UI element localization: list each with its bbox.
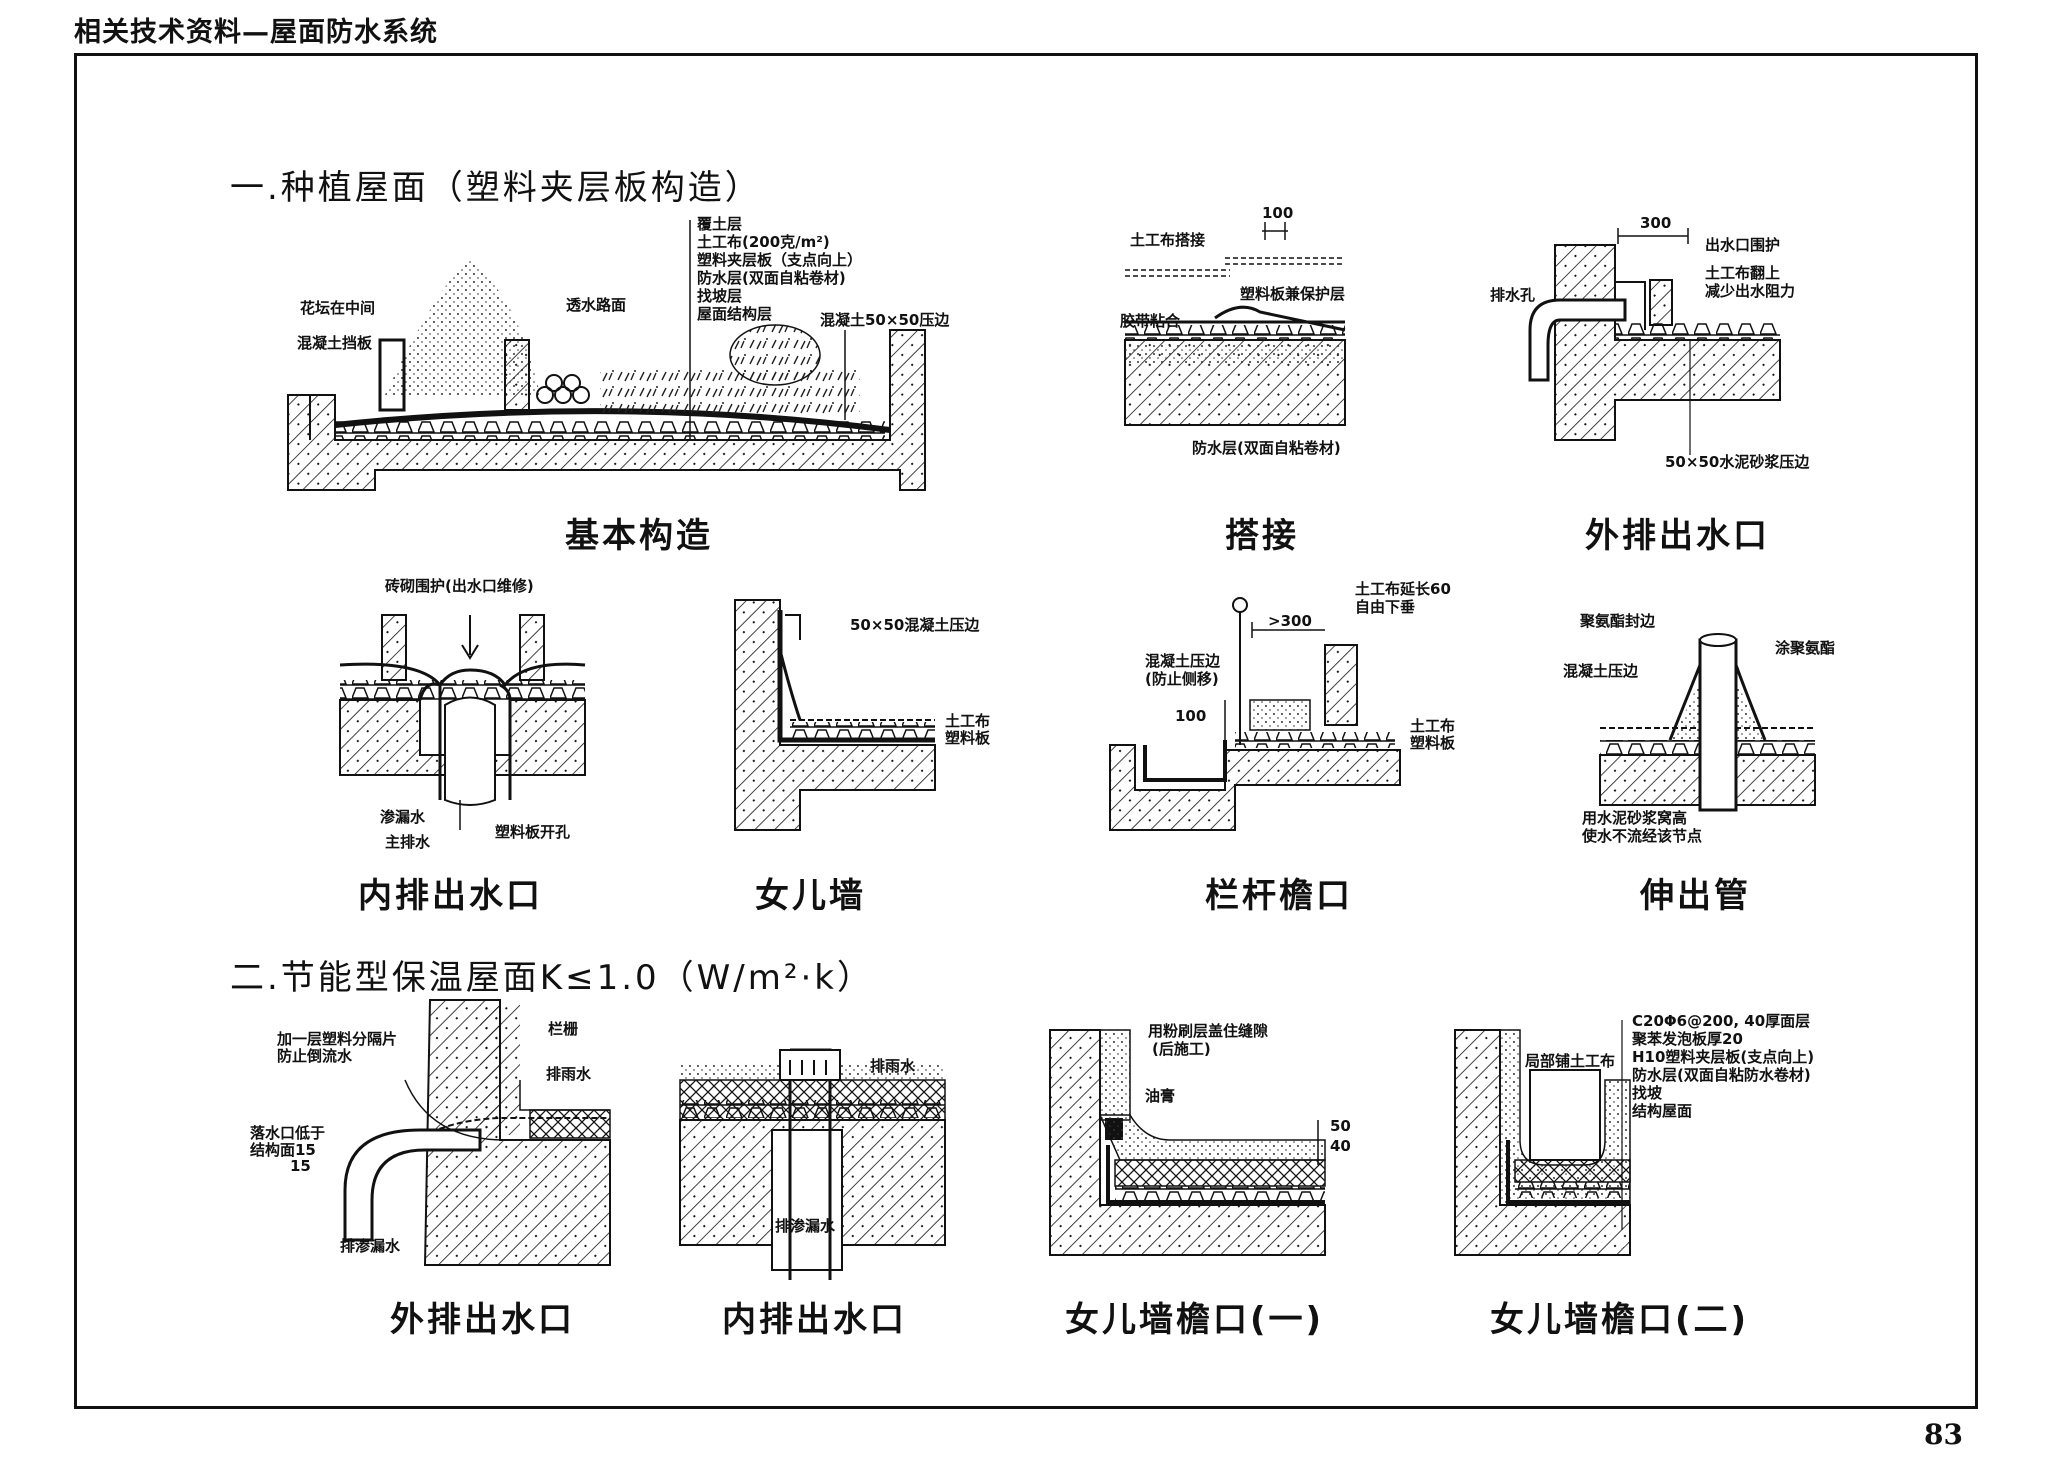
label-p1-d40: 40 — [1330, 1137, 1351, 1155]
label-membrane: 防水层(双面自粘卷材) — [1192, 439, 1341, 457]
content-frame — [74, 53, 1978, 1409]
label-p1-plaster: 用粉刷层盖住缝隙 — [1148, 1022, 1269, 1040]
caption-basic: 基本构造 — [565, 516, 713, 556]
label-parapet-plastic: 塑料板 — [945, 729, 991, 747]
fig-inner-drain-1 — [339, 614, 586, 830]
label-inner2-seep: 排渗漏水 — [775, 1217, 836, 1235]
label-pipe-edge: 混凝土压边 — [1563, 662, 1639, 680]
label-planter: 花坛在中间 — [300, 299, 376, 317]
label-tape: 胶带粘合 — [1120, 312, 1181, 330]
label-outer2-grate: 栏栅 — [548, 1020, 579, 1038]
label-basic-layers: 覆土层 土工布(200克/m²) 塑料夹层板（支点向上） 防水层(双面自粘卷材)… — [697, 215, 863, 323]
label-railing-dim300: >300 — [1268, 612, 1312, 630]
caption-inner-drain-1: 内排出水口 — [358, 876, 543, 916]
label-retaining: 混凝土挡板 — [297, 334, 373, 352]
caption-parapet-eave-1: 女儿墙檐口(一) — [1065, 1300, 1325, 1340]
label-inner2-drain: 排雨水 — [870, 1057, 916, 1075]
section1-title: 一.种植屋面（塑料夹层板构造） — [230, 168, 762, 208]
label-p2-layers: C20Φ6@200, 40厚面层 聚苯发泡板厚20 H10塑料夹层板(支点向上)… — [1632, 1012, 1815, 1120]
label-inner-guard: 砖砌围护(出水口维修) — [385, 577, 534, 595]
label-outer2-low: 落水口低于 — [250, 1124, 326, 1142]
fig-lap — [1124, 222, 1346, 426]
label-railing-geo: 土工布延长60 — [1355, 580, 1451, 598]
label-inner-seep: 渗漏水 — [380, 808, 426, 826]
label-railing-geo2: 自由下垂 — [1355, 598, 1416, 616]
label-outer-geo: 土工布翻上 — [1705, 264, 1781, 282]
label-railing-edge: 混凝土压边 — [1145, 652, 1221, 670]
label-outer-geo2: 减少出水阻力 — [1705, 282, 1796, 300]
label-p1-later: (后施工) — [1152, 1040, 1211, 1058]
label-lap-dim: 100 — [1262, 204, 1294, 222]
fig-parapet-eave-1 — [1049, 1029, 1326, 1256]
label-pipe-note1: 用水泥砂浆窝高 — [1582, 809, 1688, 827]
label-p1-putty: 油膏 — [1145, 1087, 1176, 1105]
label-parapet-edge: 50×50混凝土压边 — [850, 616, 980, 634]
caption-outer-drain-2: 外排出水口 — [390, 1300, 575, 1340]
label-geo-lap: 土工布搭接 — [1130, 231, 1206, 249]
label-outer2-low2: 结构面15 — [250, 1141, 316, 1159]
label-p2-local: 局部铺土工布 — [1525, 1052, 1616, 1070]
label-outer2-seep: 排渗漏水 — [340, 1237, 401, 1255]
section2-title: 二.节能型保温屋面K≤1.0（W/m²·k） — [230, 958, 874, 998]
label-outer-dim: 300 — [1640, 214, 1672, 232]
label-inner-main: 主排水 — [385, 833, 431, 851]
page-header: 相关技术资料—屋面防水系统 — [74, 17, 438, 48]
fig-inner-drain-2 — [679, 1048, 946, 1280]
caption-parapet-eave-2: 女儿墙檐口(二) — [1490, 1300, 1750, 1340]
label-pipe-coat: 涂聚氨酯 — [1775, 639, 1836, 657]
label-outer2-sep: 加一层塑料分隔片 — [277, 1030, 398, 1048]
label-protect: 塑料板兼保护层 — [1240, 285, 1346, 303]
label-path: 透水路面 — [566, 296, 627, 314]
fig-railing-eave — [1109, 597, 1401, 831]
label-outer2-dim: 15 — [290, 1157, 311, 1175]
caption-inner-drain-2: 内排出水口 — [722, 1300, 907, 1340]
label-p1-d50: 50 — [1330, 1117, 1351, 1135]
label-outer2-drain: 排雨水 — [546, 1065, 592, 1083]
label-outer2-sep2: 防止倒流水 — [277, 1047, 353, 1065]
caption-pipe: 伸出管 — [1640, 876, 1751, 916]
fig-parapet-1 — [734, 599, 936, 831]
label-pipe-note2: 使水不流经该节点 — [1582, 827, 1703, 845]
page-number: 83 — [1924, 1418, 1963, 1451]
label-railing-dim100: 100 — [1175, 707, 1207, 725]
fig-outer-drain-1 — [1528, 228, 1781, 455]
label-edge: 混凝土50×50压边 — [820, 311, 950, 329]
label-outer-guard: 出水口围护 — [1705, 236, 1781, 254]
caption-railing: 栏杆檐口 — [1205, 876, 1353, 916]
label-pipe-seal: 聚氨酯封边 — [1580, 612, 1656, 630]
label-outer-hole: 排水孔 — [1490, 286, 1536, 304]
fig-pipe — [1599, 633, 1816, 812]
caption-lap: 搭接 — [1225, 516, 1299, 556]
label-inner-hole: 塑料板开孔 — [495, 823, 571, 841]
label-railing-geo-right: 土工布 — [1410, 717, 1456, 735]
label-railing-plastic: 塑料板 — [1410, 734, 1456, 752]
fig-outer-drain-2 — [343, 999, 611, 1266]
label-railing-edge2: (防止侧移) — [1145, 670, 1219, 688]
fig-parapet-eave-2 — [1454, 1020, 1631, 1256]
label-outer-edge: 50×50水泥砂浆压边 — [1665, 453, 1810, 471]
fig-basic-structure — [287, 220, 926, 491]
caption-outer-drain-1: 外排出水口 — [1585, 516, 1770, 556]
label-parapet-geo: 土工布 — [945, 712, 991, 730]
caption-parapet: 女儿墙 — [755, 876, 866, 916]
